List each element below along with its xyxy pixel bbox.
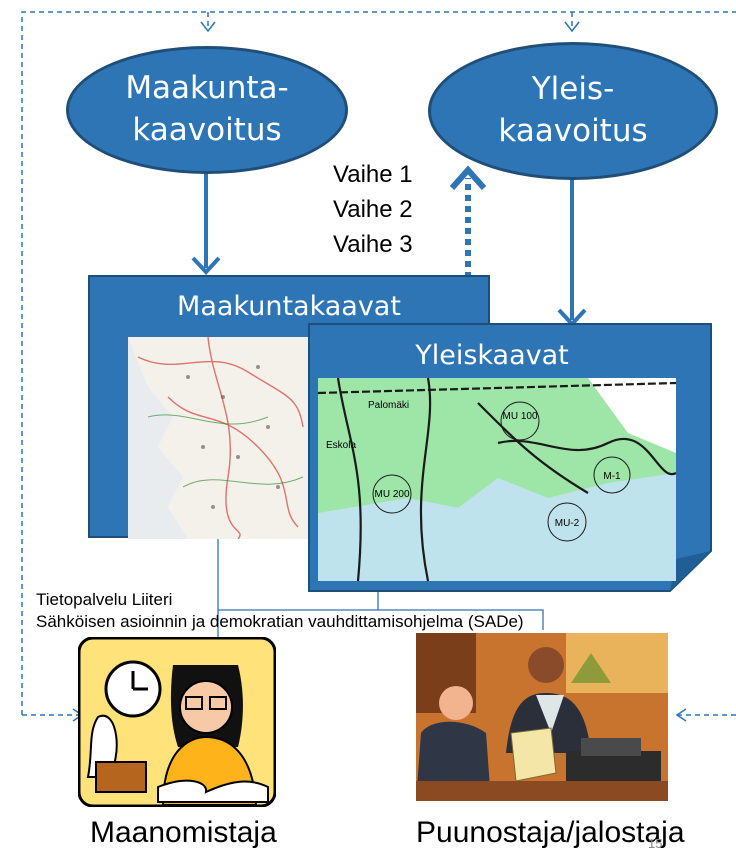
service-sade: Sähköisen asioinnin ja demokratian vauhd… bbox=[36, 612, 524, 631]
map-label-mu200: MU 200 bbox=[374, 489, 409, 500]
maakunta-map-image bbox=[128, 337, 308, 539]
map-label-mu2: MU-2 bbox=[555, 518, 580, 529]
caption-puunostaja: Puunostaja/jalostaja bbox=[416, 816, 685, 849]
arrow-maakunta-down bbox=[191, 172, 221, 275]
yleiskaavat-title: Yleiskaavat bbox=[415, 340, 569, 371]
landowner-illustration bbox=[78, 637, 276, 807]
buyer-illustration bbox=[416, 633, 668, 801]
page-number: 15 bbox=[648, 836, 663, 851]
arrow-vaihe-up bbox=[449, 165, 487, 278]
phase-3-label: Vaihe 3 bbox=[333, 231, 413, 258]
phase-2-label: Vaihe 2 bbox=[333, 196, 413, 223]
yleis-kaavoitus-node: Yleis- kaavoitus bbox=[428, 42, 718, 180]
maakuntakaavat-title: Maakuntakaavat bbox=[177, 291, 401, 322]
feedback-loop-lines bbox=[21, 11, 736, 716]
map-label-palomaki: Palomäki bbox=[368, 400, 409, 411]
yleiskaavat-document: MU 100 MU 200 M-1 MU-2 Palomäki Eskola bbox=[308, 323, 712, 592]
map-label-eskola: Eskola bbox=[326, 440, 356, 451]
caption-maanomistaja: Maanomistaja bbox=[90, 816, 277, 849]
maakuntakaavat-document: Maakuntakaavat bbox=[88, 275, 490, 539]
phase-1-label: Vaihe 1 bbox=[333, 161, 413, 188]
service-liiteri: Tietopalvelu Liiteri bbox=[36, 590, 173, 609]
maakunta-kaavoitus-node: Maakunta- kaavoitus bbox=[66, 46, 348, 174]
phase-list: Vaihe 1 Vaihe 2 Vaihe 3 bbox=[333, 157, 413, 262]
arrow-yleis-down bbox=[557, 178, 587, 327]
map-label-mu100: MU 100 bbox=[502, 411, 537, 422]
map-label-m1: M-1 bbox=[603, 471, 621, 482]
